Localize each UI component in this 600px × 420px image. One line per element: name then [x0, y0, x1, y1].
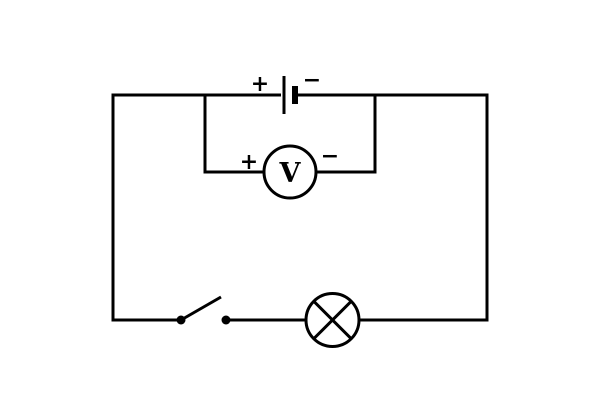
battery-minus-label: −	[303, 67, 321, 93]
switch	[176, 295, 231, 325]
voltmeter-minus-label: −	[321, 143, 339, 169]
voltmeter-circle	[262, 144, 318, 200]
voltmeter-branch-wire	[203, 95, 377, 174]
outer-loop-wire	[111, 93, 489, 322]
voltmeter: V + −	[240, 143, 339, 200]
lamp	[304, 292, 361, 348]
switch-right-terminal	[221, 315, 231, 325]
voltmeter-symbol: V	[279, 158, 302, 189]
switch-lever	[180, 295, 222, 322]
lamp-cross-line-2	[312, 300, 353, 340]
battery: + −	[251, 67, 321, 114]
battery-plus-label: +	[251, 71, 269, 97]
voltmeter-plus-label: +	[240, 149, 258, 175]
